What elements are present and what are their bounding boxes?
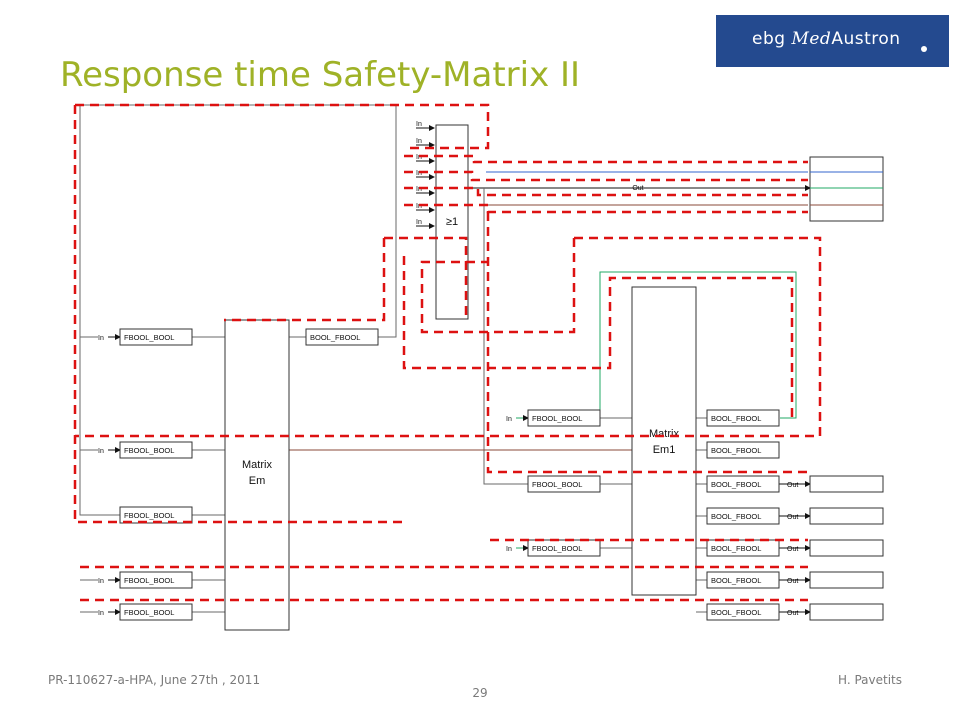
left-in-label: In <box>98 448 104 455</box>
em1-fbool-block <box>527 409 601 427</box>
matrix-em1-label-2: Em1 <box>653 444 676 456</box>
or-to-em1-wire <box>483 188 528 485</box>
em1-feedback-wire <box>599 271 797 419</box>
out-terminal-box <box>809 571 884 589</box>
wires <box>79 104 811 615</box>
out-terminal-box <box>809 539 884 557</box>
out-terminal-box <box>809 603 884 621</box>
em-output-up-wire <box>378 105 397 338</box>
or-output-label: Out <box>632 185 643 192</box>
em1-fbool-label: FBOOL_BOOL <box>532 480 582 489</box>
em1-in-label: In <box>506 416 512 423</box>
left-fbool-label: FBOOL_BOOL <box>124 511 174 520</box>
signal-path-dashed <box>486 212 808 474</box>
signal-path-dashed <box>224 238 386 322</box>
left-fbool-label: FBOOL_BOOL <box>124 608 174 617</box>
signal-path-dashed <box>75 236 822 438</box>
left-in-label: In <box>98 335 104 342</box>
em1-output-block <box>706 571 780 589</box>
matrix-em1-block <box>631 286 697 596</box>
em1-output-block <box>706 475 780 493</box>
or-gate-block <box>435 124 469 320</box>
left-fbool-block <box>119 441 193 459</box>
or-input-label: In <box>416 203 422 210</box>
em1-output-label: BOOL_FBOOL <box>711 544 761 553</box>
signal-path-dashed <box>420 238 576 334</box>
em1-output-label: BOOL_FBOOL <box>711 608 761 617</box>
em1-output-label: BOOL_FBOOL <box>711 446 761 455</box>
em1-fbool-label: FBOOL_BOOL <box>532 544 582 553</box>
em1-output-block <box>706 507 780 525</box>
matrix-em-label-1: Matrix <box>242 459 272 471</box>
out-label: Out <box>787 578 798 585</box>
signal-path-dashed <box>75 103 490 150</box>
em-output-label: BOOL_FBOOL <box>310 333 360 342</box>
em-output-block <box>305 328 379 346</box>
em1-output-label: BOOL_FBOOL <box>711 480 761 489</box>
out-terminal-box <box>809 475 884 493</box>
left-fbool-block <box>119 571 193 589</box>
or-input-label: In <box>416 186 422 193</box>
em1-output-block <box>706 603 780 621</box>
left-fbool-block <box>119 603 193 621</box>
em1-output-label: BOOL_FBOOL <box>711 414 761 423</box>
or-input-label: In <box>416 170 422 177</box>
signal-path-dashed <box>73 105 408 524</box>
or-input-label: In <box>416 154 422 161</box>
matrix-em1-label-1: Matrix <box>649 428 679 440</box>
out-label: Out <box>787 546 798 553</box>
left-in-label: In <box>98 578 104 585</box>
em1-in-label: In <box>506 546 512 553</box>
signal-path-dashed <box>404 186 808 197</box>
left-fbool-label: FBOOL_BOOL <box>124 446 174 455</box>
header-decor-dot <box>921 46 927 52</box>
em1-fbool-block <box>527 539 601 557</box>
logo-text: ebg MedAustron <box>752 29 901 49</box>
out-label: Out <box>787 514 798 521</box>
dashed-paths <box>73 103 822 602</box>
em1-output-block <box>706 409 780 427</box>
em1-output-label: BOOL_FBOOL <box>711 512 761 521</box>
out-label: Out <box>787 482 798 489</box>
signal-path-dashed <box>384 236 468 318</box>
ebg-medaustron-logo: ebg MedAustron <box>716 15 949 67</box>
em1-fbool-block <box>527 475 601 493</box>
left-in-label: In <box>98 610 104 617</box>
footer-author: H. Pavetits <box>838 673 902 687</box>
left-fbool-block <box>119 328 193 346</box>
slide-title: Response time Safety-Matrix II <box>60 55 581 95</box>
left-fbool-label: FBOOL_BOOL <box>124 333 174 342</box>
page-number: 29 <box>472 686 488 700</box>
signal-path-dashed <box>404 154 808 164</box>
em1-fbool-label: FBOOL_BOOL <box>532 414 582 423</box>
out-label: Out <box>787 610 798 617</box>
or-input-label: In <box>416 138 422 145</box>
em1-output-label: BOOL_FBOOL <box>711 576 761 585</box>
or-input-label: In <box>416 121 422 128</box>
matrix-em-block <box>224 319 290 631</box>
left-fbool-label: FBOOL_BOOL <box>124 576 174 585</box>
em1-output-block <box>706 539 780 557</box>
matrix-em-label-2: Em <box>249 475 266 487</box>
or-gate-symbol: ≥1 <box>446 216 458 228</box>
em1-output-block <box>706 441 780 459</box>
blocks: ≥1InInInInInInInOutMatrixEmFBOOL_BOOLInF… <box>98 121 884 631</box>
top-right-output-box <box>809 156 884 222</box>
signal-path-dashed <box>404 170 808 182</box>
or-input-label: In <box>416 219 422 226</box>
footer-reference: PR-110627-a-HPA, June 27th , 2011 <box>48 673 261 687</box>
signal-path-dashed <box>402 256 794 418</box>
out-terminal-box <box>809 507 884 525</box>
